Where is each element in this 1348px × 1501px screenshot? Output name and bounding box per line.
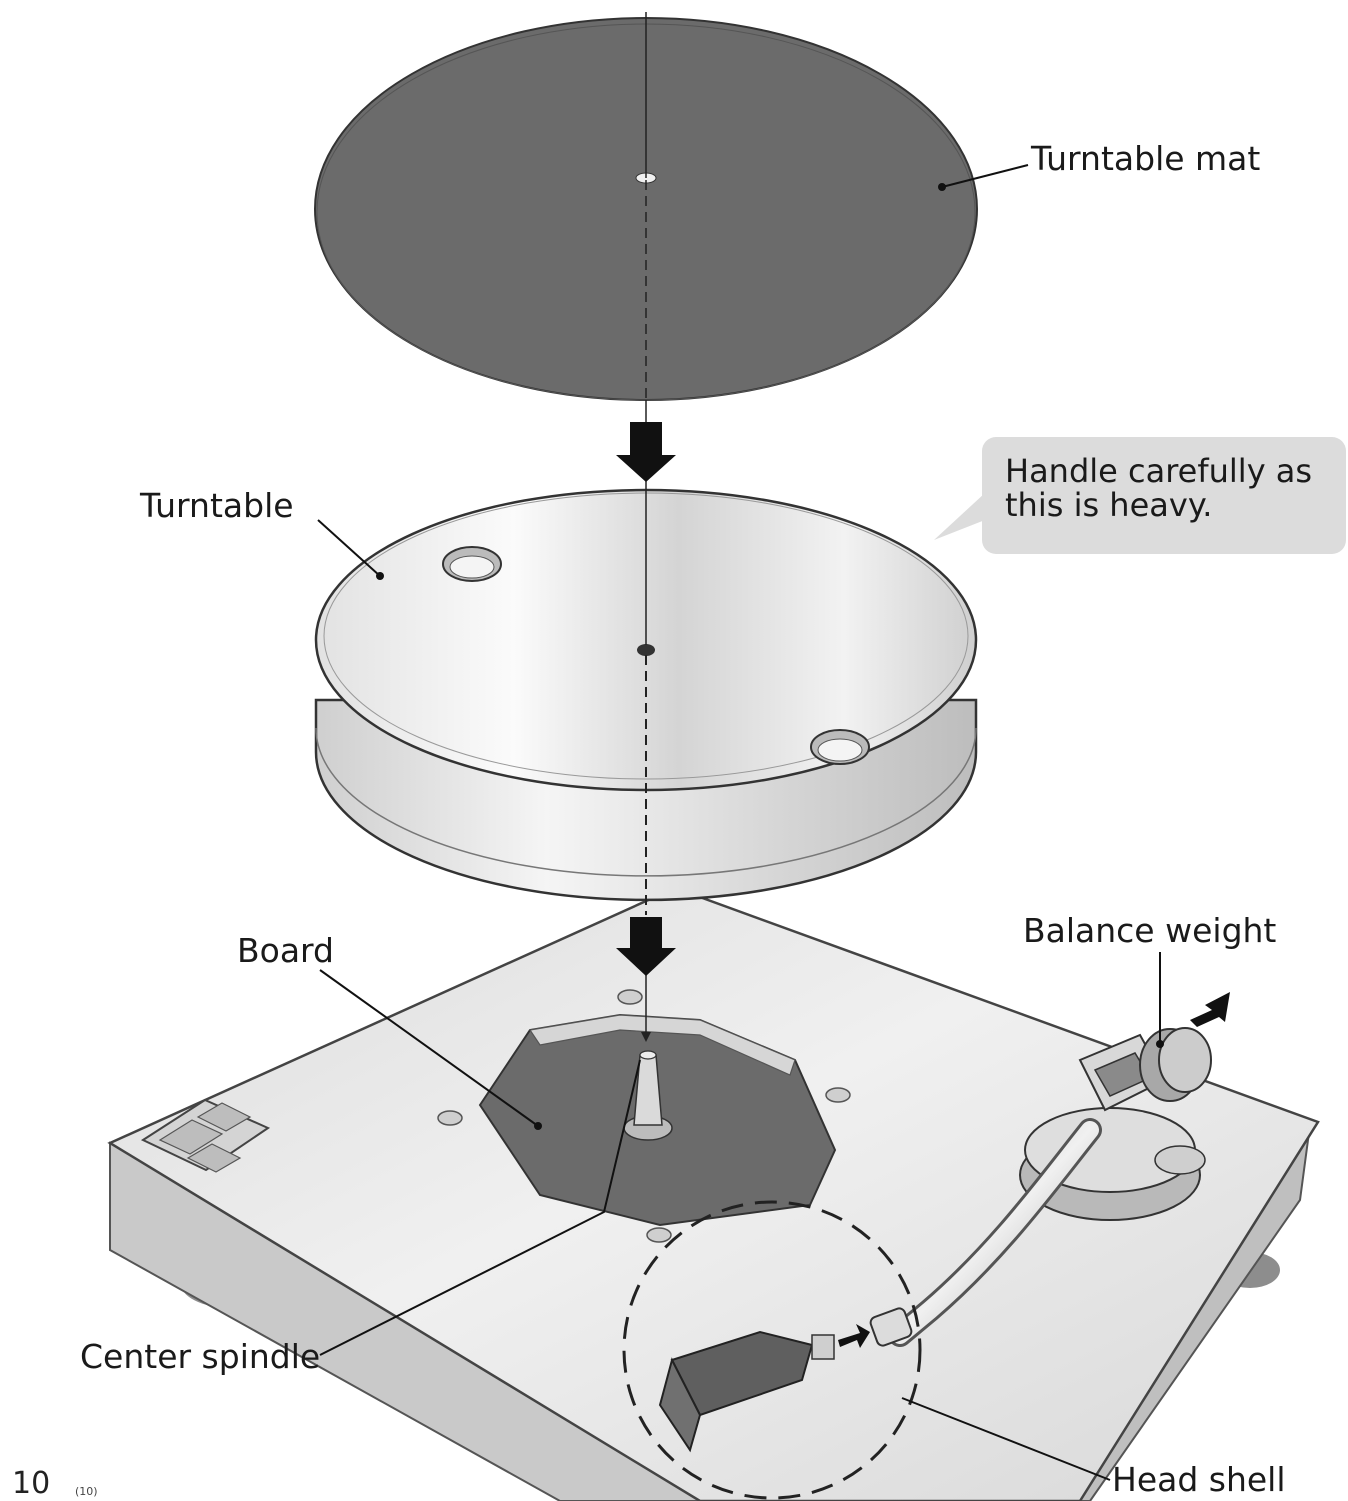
turntable-label: Turntable xyxy=(140,486,294,525)
turntable-mat-label: Turntable mat xyxy=(1031,139,1261,178)
leader-lines xyxy=(317,164,1161,1481)
down-arrow-icon xyxy=(616,917,676,976)
head-shell-label: Head shell xyxy=(1112,1460,1286,1499)
page-number-sub: (10) xyxy=(75,1485,98,1498)
down-arrow-icon xyxy=(616,422,676,482)
callout-tail xyxy=(934,493,985,540)
tonearm xyxy=(869,992,1230,1347)
leader-dots xyxy=(376,183,1164,1130)
page-number: 10 xyxy=(12,1466,51,1501)
center-spindle-label: Center spindle xyxy=(80,1337,321,1376)
turntable-base xyxy=(107,886,1320,1501)
caution-text: Handle carefully as this is heavy. xyxy=(1005,452,1313,525)
head-shell-detail xyxy=(622,1200,922,1500)
board-label: Board xyxy=(237,931,334,970)
assembly-axis xyxy=(641,12,651,1042)
caution-callout xyxy=(982,437,1346,554)
balance-weight-label: Balance weight xyxy=(1023,911,1277,950)
